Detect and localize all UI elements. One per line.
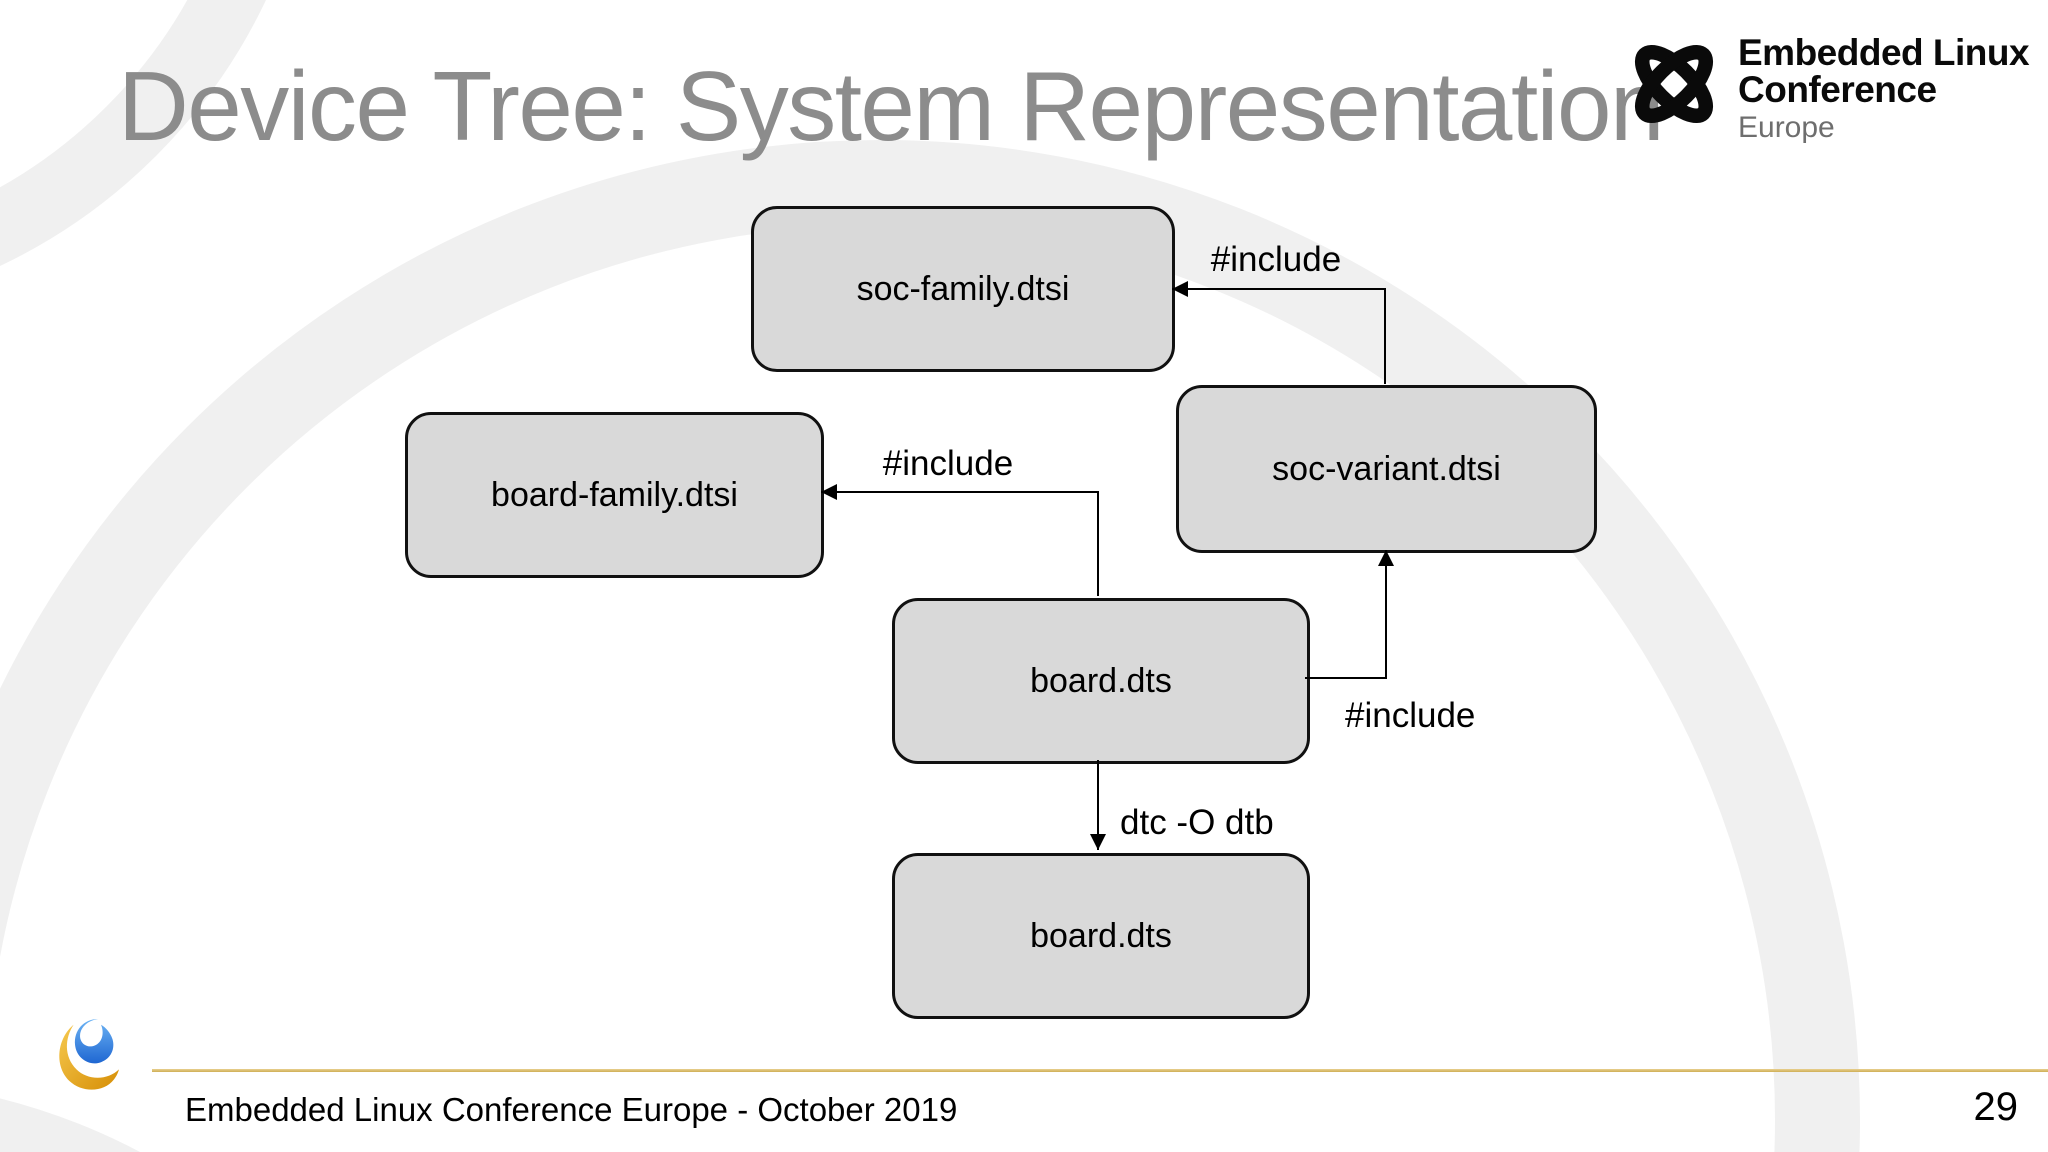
- logo-line-embedded-linux: Embedded Linux: [1738, 32, 2030, 73]
- footer-divider-line: [152, 1069, 2048, 1072]
- page-number: 29: [1973, 1085, 2019, 1129]
- node-board-dts: board.dts: [892, 598, 1310, 764]
- node-soc-family-dtsi: soc-family.dtsi: [751, 206, 1175, 372]
- logo-line-conference: Conference: [1738, 69, 1937, 110]
- edge-label-include-soc-family: #include: [1210, 240, 1342, 279]
- edge-label-include-board-family: #include: [882, 444, 1014, 483]
- logo-line-europe: Europe: [1738, 111, 1835, 144]
- footer-text: Embedded Linux Conference Europe - Octob…: [185, 1091, 958, 1128]
- elce-knot-icon: [1634, 44, 1714, 124]
- slide-title: Device Tree: System Representation: [118, 51, 1664, 161]
- conference-logo: Embedded Linux Conference Europe: [1618, 24, 2030, 144]
- node-board-family-dtsi: board-family.dtsi: [405, 412, 824, 578]
- node-board-dts-output: board.dts: [892, 853, 1310, 1019]
- edge-label-dtc-compile: dtc -O dtb: [1120, 803, 1274, 842]
- node-soc-variant-dtsi: soc-variant.dtsi: [1176, 385, 1597, 553]
- edge-label-include-soc-variant: #include: [1345, 696, 1476, 735]
- bootlin-swirl-icon: [59, 1019, 119, 1090]
- conference-logo-text: Embedded Linux Conference Europe: [1738, 24, 2030, 144]
